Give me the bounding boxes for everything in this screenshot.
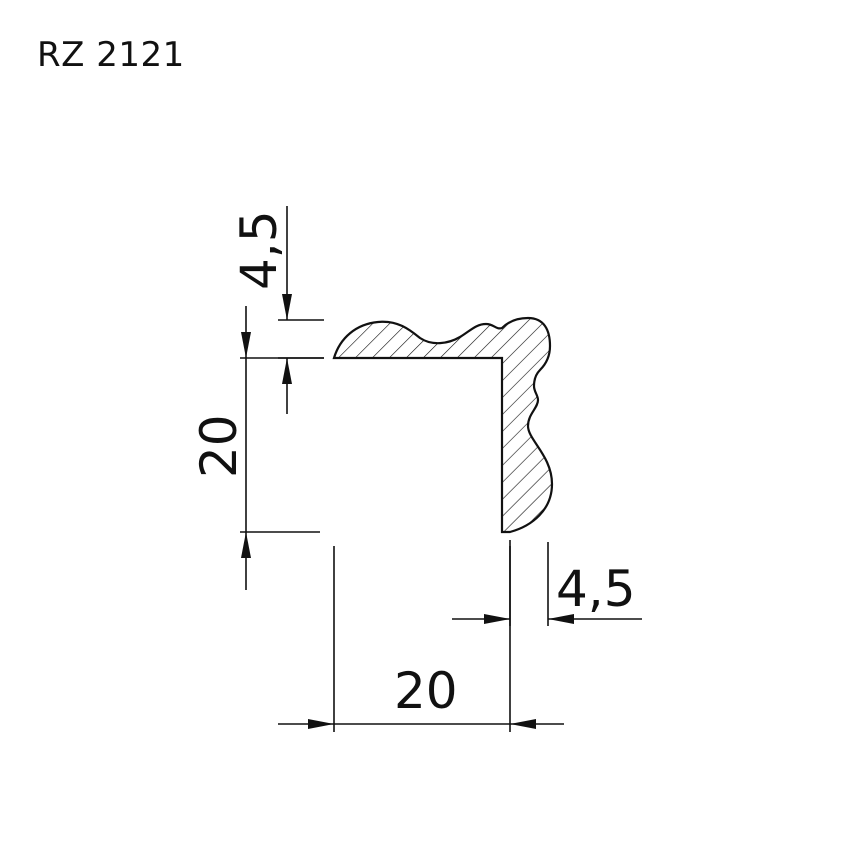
dim-height-arrow-bottom	[241, 532, 251, 558]
dim-side-thickness-arrow-right	[484, 614, 510, 624]
dim-width-arrow-right	[510, 719, 536, 729]
dim-width-arrow-left	[308, 719, 334, 729]
dim-side-thickness-label: 4,5	[556, 560, 636, 618]
dim-top-thickness-label: 4,5	[230, 210, 288, 290]
dim-top-thickness-arrow-down	[282, 294, 292, 320]
dim-width-label: 20	[394, 662, 458, 720]
page-title: RZ 2121	[37, 35, 185, 75]
dim-height-label: 20	[190, 414, 248, 478]
dim-height-arrow-top	[241, 332, 251, 358]
dim-side-thickness-arrow-left	[548, 614, 574, 624]
dim-top-thickness-arrow-up	[282, 358, 292, 384]
angle-profile-section	[332, 316, 554, 534]
